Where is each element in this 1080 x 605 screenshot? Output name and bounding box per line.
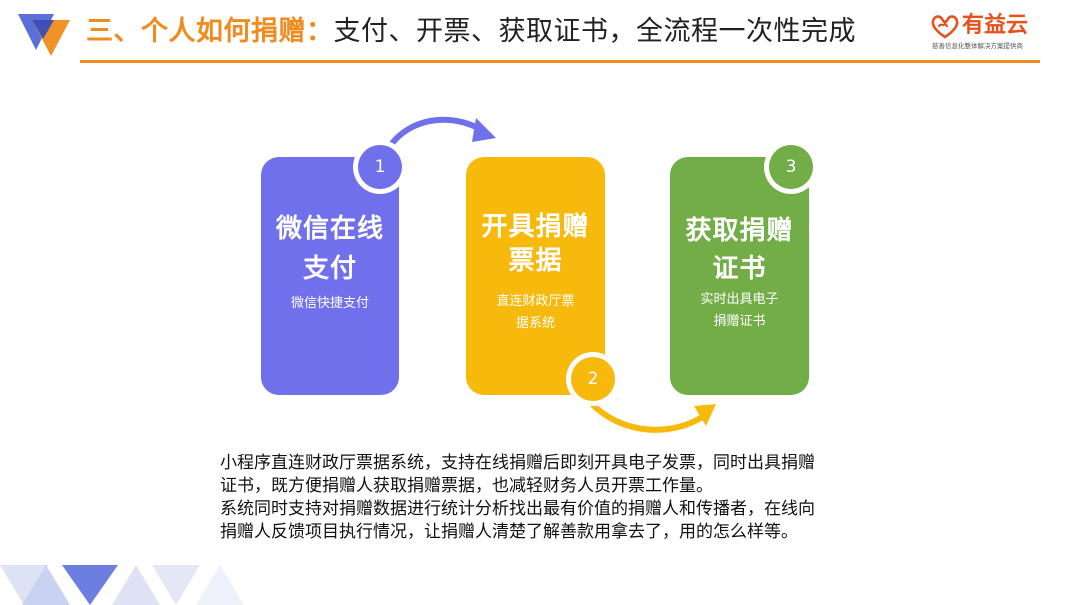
- brand-logo: 有益云 慈善信息化整体解决方案提供商: [930, 12, 1042, 54]
- curved-arrow-icon: [387, 116, 496, 149]
- header-divider: [80, 60, 1040, 63]
- step-number-badge: 2: [566, 352, 620, 406]
- curved-arrow-icon: [587, 399, 716, 433]
- step-description: 据系统: [515, 316, 555, 331]
- step-card-payment: 微信在线 支付 微信快捷支付: [261, 157, 399, 395]
- step-description: 捐赠证书: [713, 314, 766, 329]
- step-title: 开具捐赠: [481, 212, 590, 242]
- page-title-accent: 三、个人如何捐赠：: [86, 16, 334, 47]
- step-title: 票据: [508, 246, 563, 276]
- step-number-badge: 3: [764, 140, 818, 194]
- description-line: 小程序直连财政厅票据系统，支持在线捐赠后即刻开具电子发票，同时出具捐赠: [220, 453, 815, 473]
- decorative-triangles-icon: [0, 565, 244, 605]
- step-description: 实时出具电子: [700, 292, 779, 307]
- step-number: 1: [358, 145, 402, 189]
- step-description: 微信快捷支付: [290, 296, 369, 311]
- page-title: 三、个人如何捐赠：支付、开票、获取证书，全流程一次性完成: [86, 14, 856, 50]
- description-paragraph: 小程序直连财政厅票据系统，支持在线捐赠后即刻开具电子发票，同时出具捐赠 证书，既…: [220, 452, 960, 544]
- description-line: 捐赠人反馈项目执行情况，让捐赠人清楚了解善款用拿去了，用的怎么样等。: [220, 522, 798, 542]
- page-title-rest: 支付、开票、获取证书，全流程一次性完成: [333, 16, 856, 47]
- triangle-logo-icon: [18, 14, 70, 56]
- step-card-receipt: 开具捐赠 票据 直连财政厅票 据系统: [466, 157, 605, 395]
- step-number: 2: [571, 357, 615, 401]
- heart-cloud-icon: [931, 15, 959, 39]
- step-number-badge: 1: [353, 140, 407, 194]
- step-title: 获取捐赠: [685, 216, 794, 246]
- step-title: 微信在线: [275, 214, 384, 244]
- step-title: 证书: [712, 254, 767, 284]
- description-line: 证书，既方便捐赠人获取捐赠票据，也减轻财务人员开票工作量。: [220, 476, 713, 496]
- step-description: 直连财政厅票: [496, 294, 575, 309]
- step-number: 3: [769, 145, 813, 189]
- description-line: 系统同时支持对捐赠数据进行统计分析找出最有价值的捐赠人和传播者，在线向: [220, 499, 815, 519]
- step-title: 支付: [302, 254, 357, 284]
- brand-name: 有益云: [962, 13, 1029, 38]
- step-card-certificate: 获取捐赠 证书 实时出具电子 捐赠证书: [670, 157, 809, 395]
- brand-tagline: 慈善信息化整体解决方案提供商: [932, 42, 1023, 50]
